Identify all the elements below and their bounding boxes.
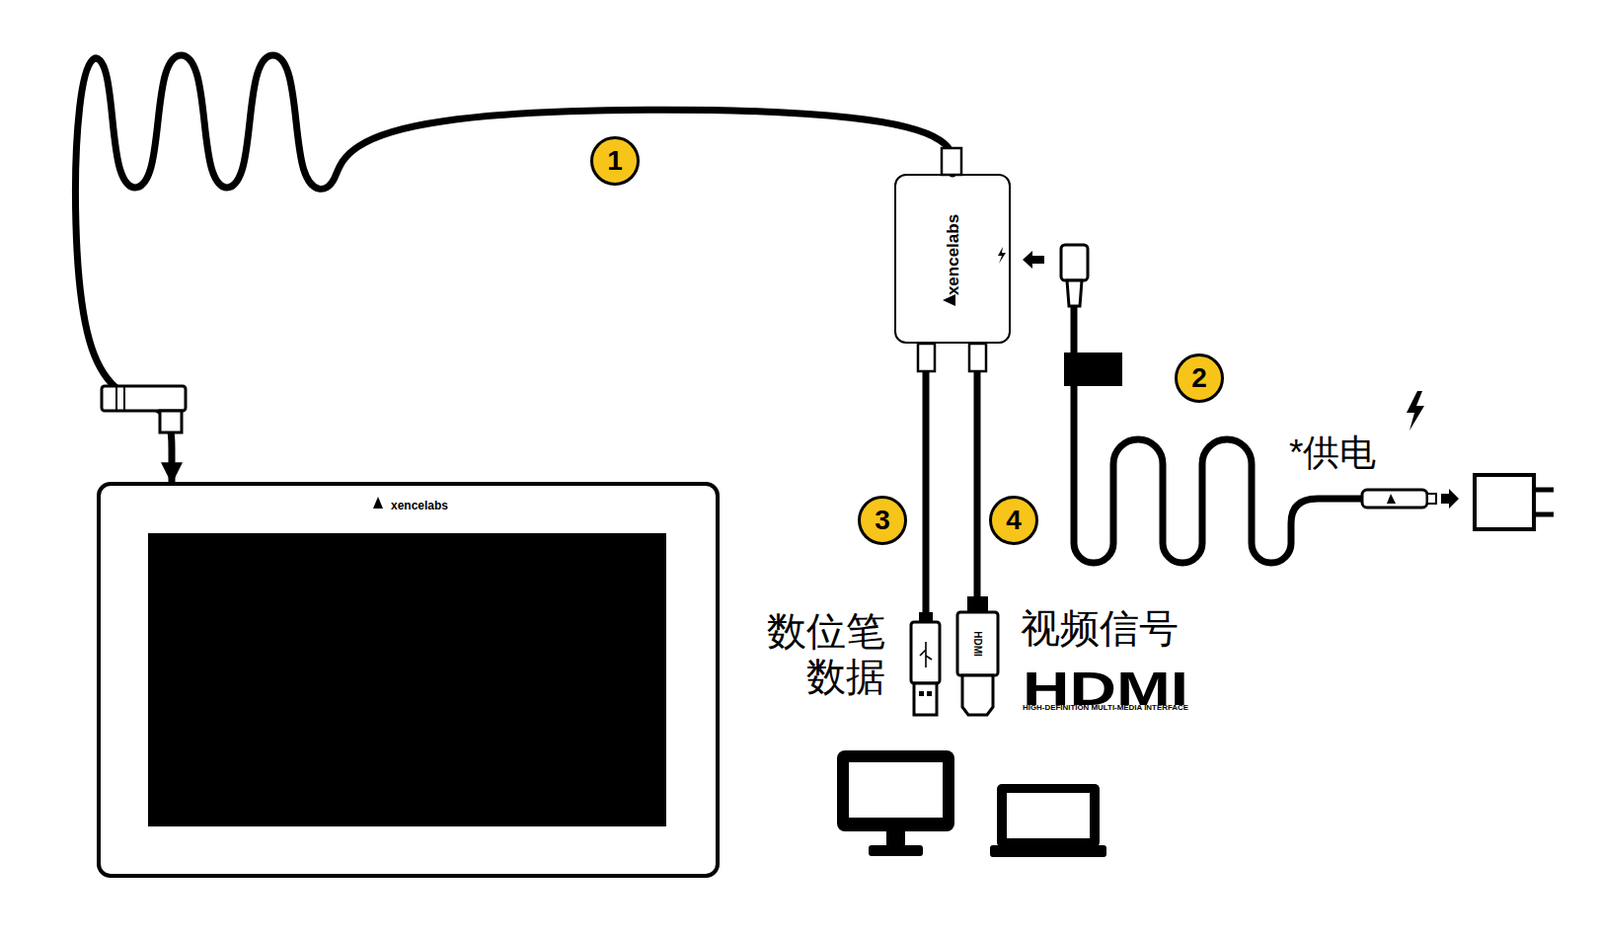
cable-band: [1064, 352, 1123, 386]
insert-arrow: [1022, 250, 1045, 269]
usb-cable: [922, 371, 930, 622]
plug-tip: [159, 410, 182, 433]
logo-mark: [1386, 493, 1396, 504]
usb-hole: [918, 690, 924, 696]
power-label: *供电: [1289, 434, 1376, 471]
power-icon: [997, 246, 1006, 264]
video-signal-label: 视频信号: [1020, 608, 1179, 648]
monitor-base: [868, 844, 923, 856]
hdmi-connector: [962, 675, 993, 715]
adapter-prong: [1533, 512, 1554, 518]
cable-connector: [76, 55, 953, 482]
brand-logo-text: xencelabs: [944, 214, 962, 296]
callout-number: 1: [607, 147, 623, 175]
hub-box: xencelabs: [894, 173, 1011, 344]
power-plug: [1061, 244, 1088, 281]
plug-ridge: [115, 385, 118, 411]
usb-connector: [914, 683, 937, 715]
tablet-screen: [148, 533, 667, 827]
callout-circle: 2: [1174, 353, 1224, 403]
brand-logo-text: xencelabs: [390, 499, 449, 512]
tablet-box: xencelabs: [96, 481, 720, 878]
hdmi-tagline: HIGH-DEFINITION MULTI-MEDIA INTERFACE: [1022, 703, 1189, 712]
laptop-base: [990, 844, 1107, 857]
plug-tip: [1427, 493, 1437, 504]
callout-number: 4: [1005, 506, 1022, 534]
laptop-icon: [996, 783, 1100, 847]
plug-neck: [1066, 280, 1082, 306]
hub-port: [969, 343, 987, 372]
power-icon: [1406, 390, 1425, 431]
hub-port: [917, 343, 935, 372]
logo-mark: [942, 294, 956, 306]
callout-circle: 3: [857, 495, 908, 545]
callout-number: 2: [1191, 364, 1208, 392]
insert-arrow: [1441, 488, 1459, 509]
monitor-icon: [837, 750, 955, 832]
strain-relief: [967, 596, 989, 612]
usb-plug: [911, 621, 940, 684]
wall-adapter: [1474, 474, 1534, 530]
callout-circle: 1: [590, 136, 640, 186]
monitor-screen: [848, 761, 943, 818]
laptop-screen: [1006, 792, 1090, 839]
hub-port: [941, 148, 962, 175]
callout-number: 3: [874, 506, 891, 534]
cable-plug: [101, 385, 186, 411]
hdmi-plug: [957, 611, 998, 676]
hdmi-cable: [974, 371, 982, 605]
adapter-prong: [1533, 487, 1554, 493]
plug-text: HDMI: [972, 630, 983, 657]
usb-symbol: [919, 641, 932, 668]
pen-data-label: 数位笔 数据: [755, 608, 886, 699]
usb-hole: [926, 690, 932, 696]
callout-circle: 4: [989, 495, 1039, 545]
power-plug: [1362, 489, 1428, 508]
monitor-stand: [886, 831, 906, 847]
plug-ridge: [123, 385, 126, 411]
logo-mark: [373, 496, 383, 509]
